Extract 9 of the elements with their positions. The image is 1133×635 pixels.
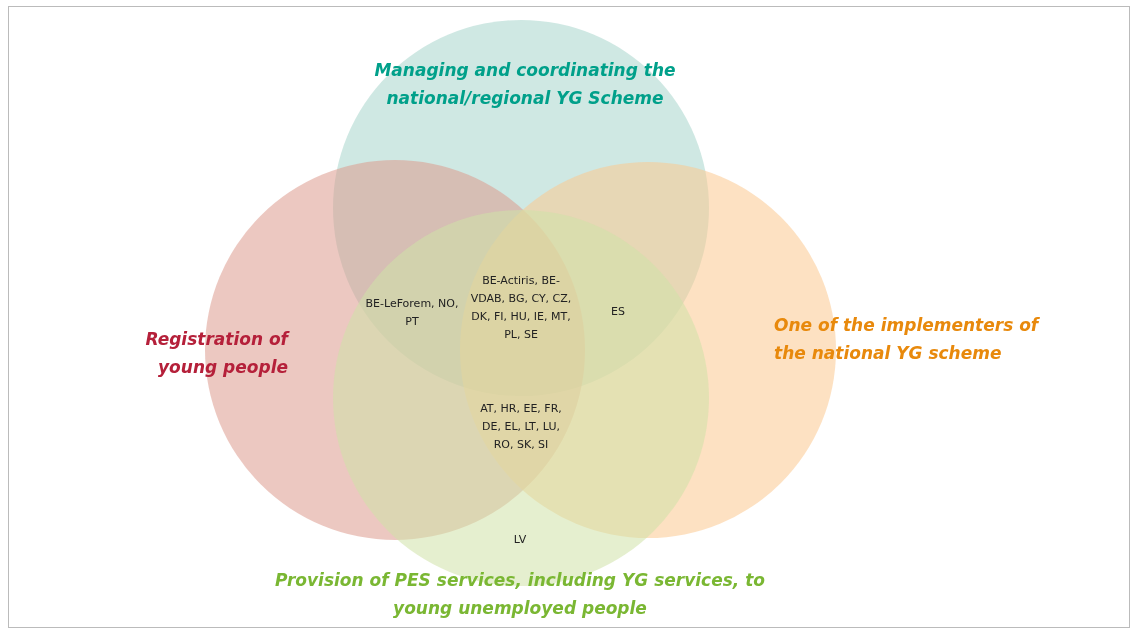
country-list: LV: [500, 531, 540, 549]
set-heading: Managing and coordinating the national/regional YG Scheme: [373, 59, 677, 110]
country-list: ES: [598, 303, 638, 321]
country-list: AT, HR, EE, FR, DE, EL, LT, LU, RO, SK, SI: [478, 400, 564, 454]
country-list: BE-LeForem, NO, PT: [360, 295, 464, 331]
country-list: BE-Actiris, BE-VDAB, BG, CY, CZ, DK, FI, HU, IE, MT, PL, SE: [470, 272, 572, 344]
set-heading: Registration of young people: [144, 328, 288, 379]
set-heading: One of the implementers of the national YG scheme: [774, 314, 1041, 365]
set-heading: Provision of PES services, including YG services, to young unemployed people: [274, 569, 766, 620]
